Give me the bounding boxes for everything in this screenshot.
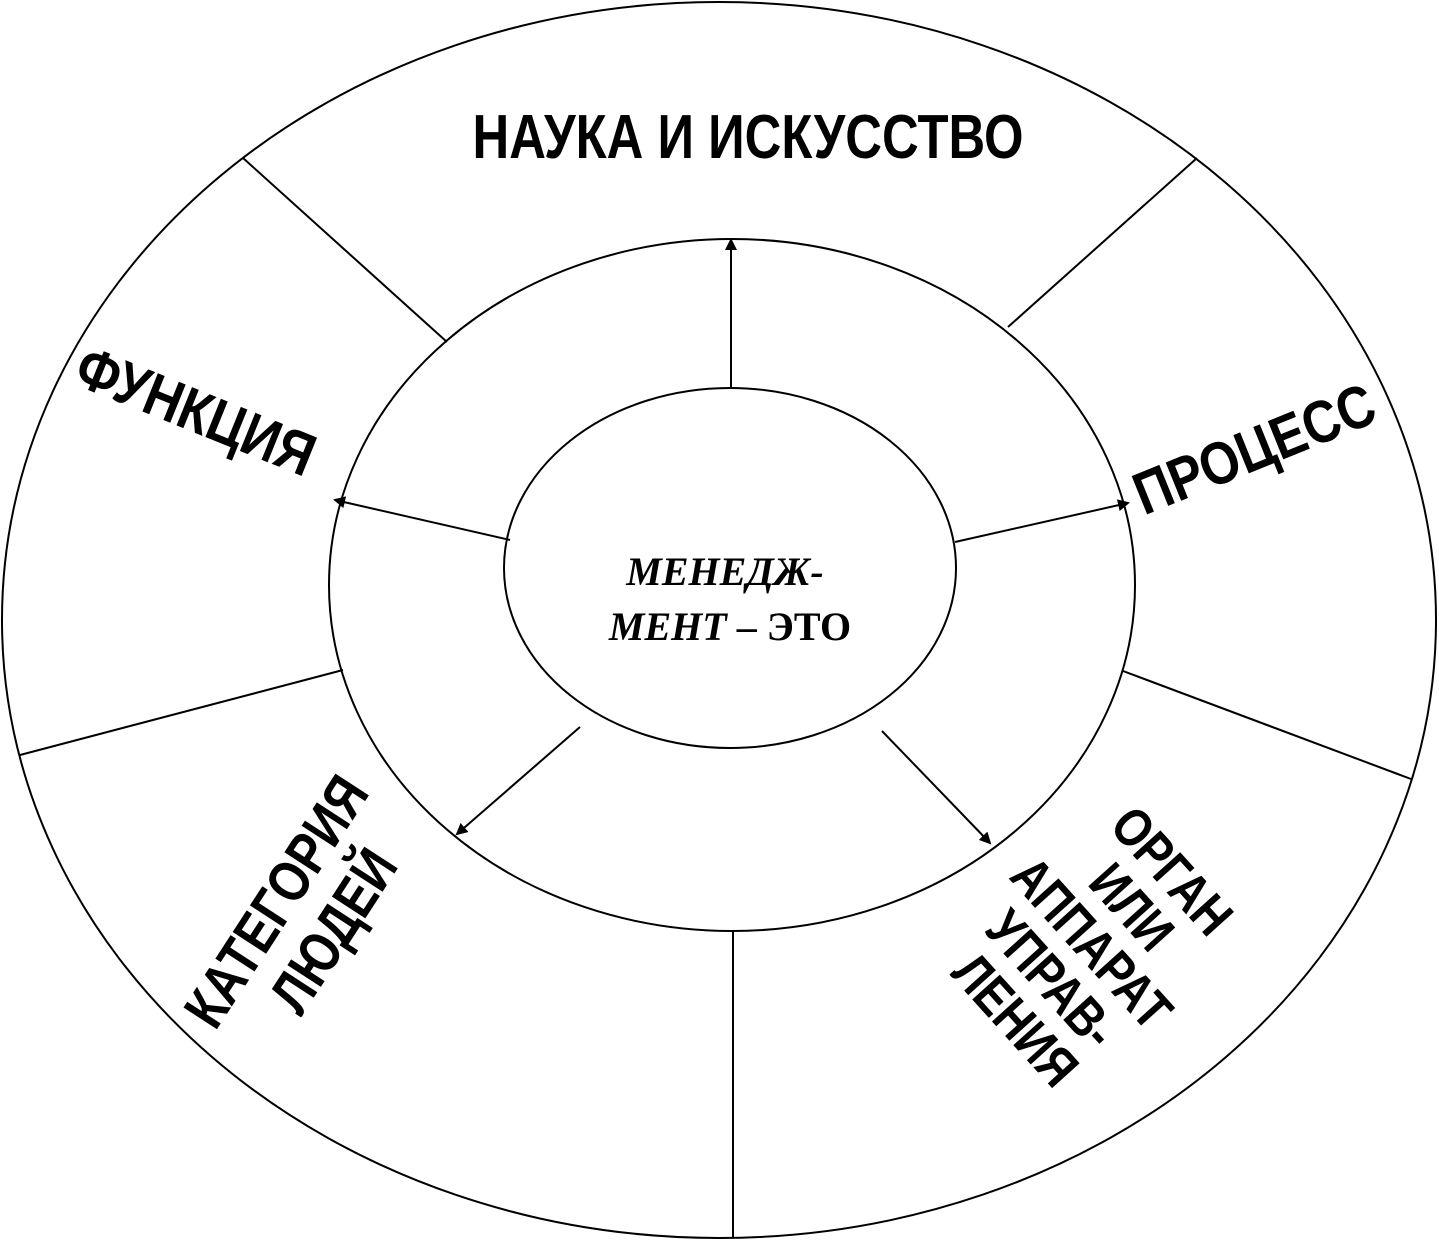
- center-label: МЕНЕДЖ- МЕНТ – ЭТО: [608, 549, 851, 649]
- center-line-2: МЕНТ – ЭТО: [608, 604, 851, 649]
- divider-top-right: [1007, 157, 1198, 328]
- divider-left: [19, 669, 344, 756]
- label-science-art: НАУКА И ИСКУССТВО: [473, 103, 1024, 172]
- center-line-2-rest: – ЭТО: [727, 604, 851, 649]
- center-line-1: МЕНЕДЖ-: [625, 549, 823, 594]
- label-function: ФУНКЦИЯ: [66, 333, 324, 489]
- divider-right: [1122, 670, 1412, 780]
- arrow-to-category: [455, 726, 581, 836]
- center-line-2-italic: МЕНТ: [608, 604, 728, 649]
- label-category: КАТЕГОРИЯ ЛЮДЕЙ: [172, 754, 442, 1074]
- divider-top-left: [242, 157, 448, 343]
- arrow-to-organ: [881, 730, 992, 845]
- arrow-to-process: [954, 499, 1130, 543]
- label-process: ПРОЦЕСС: [1124, 370, 1385, 527]
- label-organ: ОРГАН ИЛИ АППАРАТ УПРАВ- ЛЕНИЯ: [919, 773, 1273, 1123]
- arrow-to-function: [333, 496, 511, 541]
